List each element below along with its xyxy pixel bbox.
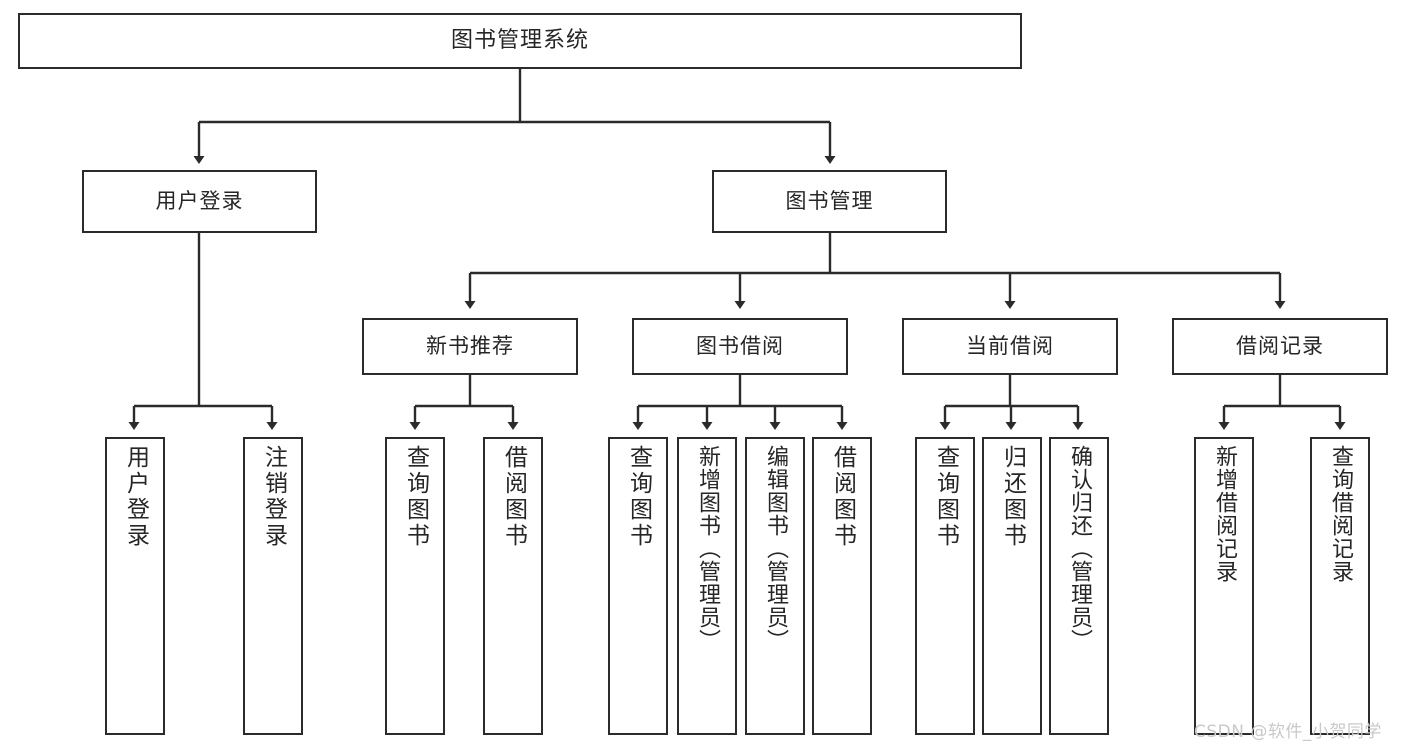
node-book-manage-label: 图书管理	[785, 189, 874, 214]
watermark-text: CSDN @软件_小贺同学	[1194, 722, 1382, 742]
leaf-confirm-return-label: 确认归还（管理员）	[1067, 445, 1092, 652]
node-new-book-recommend[interactable]: 新书推荐	[362, 318, 578, 375]
leaf-query-book-3[interactable]: 查询图书	[915, 437, 975, 735]
node-root[interactable]: 图书管理系统	[18, 13, 1022, 69]
leaf-query-book-2-label: 查询图书	[625, 445, 652, 549]
leaf-borrow-book-2[interactable]: 借阅图书	[812, 437, 872, 735]
node-borrow-record[interactable]: 借阅记录	[1172, 318, 1388, 375]
leaf-edit-book-label: 编辑图书（管理员）	[763, 445, 788, 652]
leaf-query-record[interactable]: 查询借阅记录	[1310, 437, 1370, 735]
node-borrow-record-label: 借阅记录	[1236, 334, 1324, 359]
leaf-query-book-3-label: 查询图书	[932, 445, 959, 549]
leaf-borrow-book-1-label: 借阅图书	[500, 445, 527, 549]
leaf-borrow-book-2-label: 借阅图书	[829, 445, 856, 549]
node-new-book-recommend-label: 新书推荐	[426, 334, 514, 359]
leaf-user-login[interactable]: 用户登录	[105, 437, 165, 735]
node-current-borrow[interactable]: 当前借阅	[902, 318, 1118, 375]
leaf-borrow-book-1[interactable]: 借阅图书	[483, 437, 543, 735]
node-root-label: 图书管理系统	[450, 28, 589, 54]
leaf-add-book-label: 新增图书（管理员）	[695, 445, 720, 652]
node-book-borrow[interactable]: 图书借阅	[632, 318, 848, 375]
node-book-borrow-label: 图书借阅	[696, 334, 784, 359]
leaf-add-book[interactable]: 新增图书（管理员）	[677, 437, 737, 735]
leaf-query-book-1[interactable]: 查询图书	[385, 437, 445, 735]
node-current-borrow-label: 当前借阅	[966, 334, 1054, 359]
leaf-query-book-2[interactable]: 查询图书	[608, 437, 668, 735]
leaf-return-book-label: 归还图书	[999, 445, 1026, 549]
leaf-query-book-1-label: 查询图书	[402, 445, 429, 549]
node-user-login-label: 用户登录	[155, 189, 244, 214]
leaf-user-login-label: 用户登录	[122, 445, 149, 549]
node-user-login[interactable]: 用户登录	[82, 170, 317, 233]
leaf-confirm-return[interactable]: 确认归还（管理员）	[1049, 437, 1109, 735]
leaf-logout[interactable]: 注销登录	[243, 437, 303, 735]
leaf-add-record[interactable]: 新增借阅记录	[1194, 437, 1254, 735]
leaf-query-record-label: 查询借阅记录	[1328, 445, 1353, 583]
node-book-manage[interactable]: 图书管理	[712, 170, 947, 233]
leaf-edit-book[interactable]: 编辑图书（管理员）	[745, 437, 805, 735]
leaf-logout-label: 注销登录	[260, 445, 287, 549]
leaf-return-book[interactable]: 归还图书	[982, 437, 1042, 735]
leaf-add-record-label: 新增借阅记录	[1212, 445, 1237, 583]
